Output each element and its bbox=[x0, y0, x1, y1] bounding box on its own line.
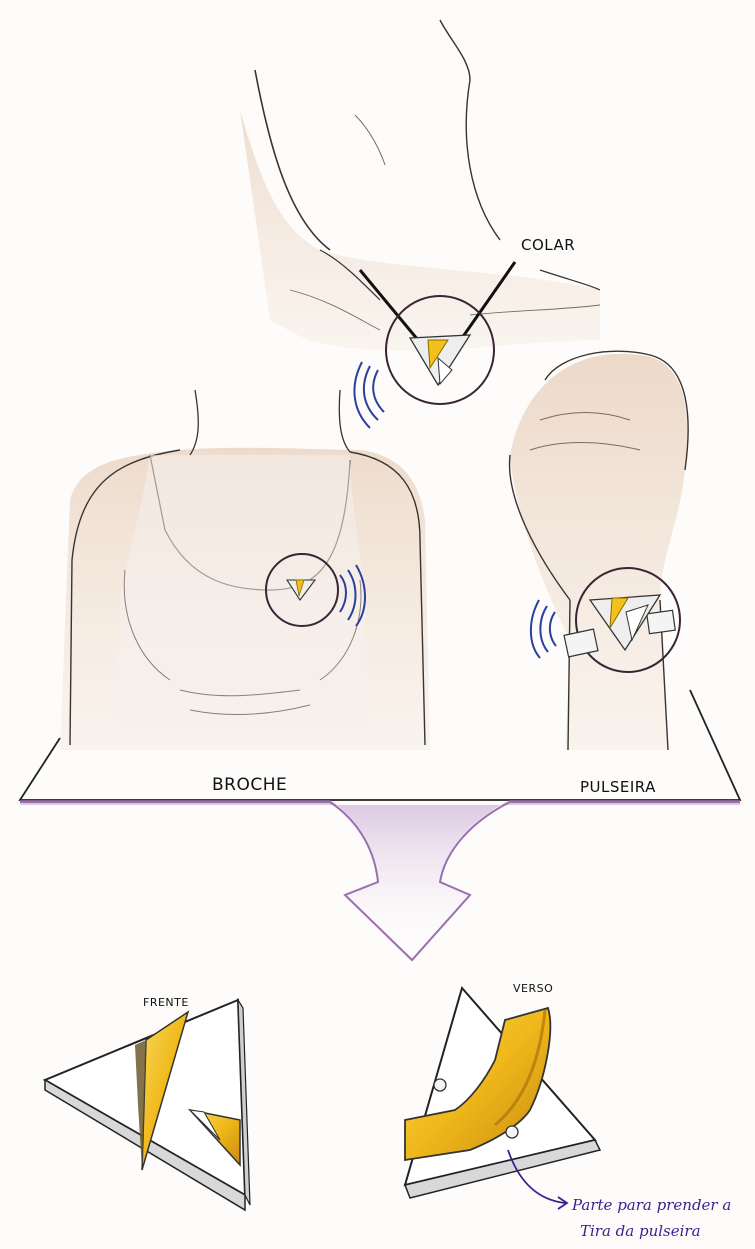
annotation-line-2: Tira da pulseira bbox=[580, 1222, 701, 1240]
label-front: FRENTE bbox=[143, 996, 189, 1009]
back-view-piece bbox=[405, 988, 600, 1198]
label-back: VERSO bbox=[513, 982, 553, 995]
label-necklace: COLAR bbox=[521, 236, 575, 254]
brooch-illustration bbox=[60, 390, 430, 750]
label-brooch: BROCHE bbox=[212, 775, 287, 795]
annotation-line-1: Parte para prender a bbox=[571, 1196, 731, 1214]
front-view-piece bbox=[45, 1000, 250, 1210]
necklace-illustration bbox=[240, 20, 600, 428]
bracelet-illustration bbox=[510, 351, 689, 750]
label-bracelet: PULSEIRA bbox=[580, 778, 656, 796]
